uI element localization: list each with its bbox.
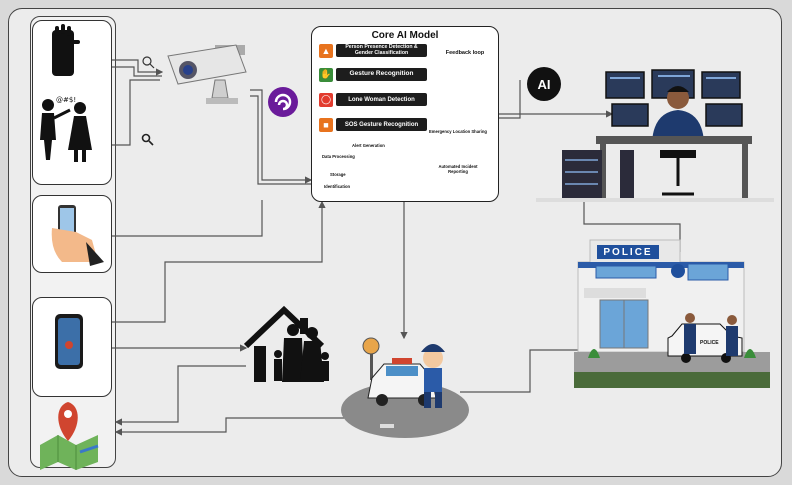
police-car-scene-icon <box>341 337 469 438</box>
connector-police-car-to-station <box>460 349 578 393</box>
hand-phone-icon <box>51 205 104 266</box>
connector-family-to-map <box>114 365 246 426</box>
feature-label-gesture-recognition: Gesture Recognition <box>336 68 427 81</box>
lone-woman-icon: ◯ <box>319 92 333 107</box>
alert-generation-label: Alert Generation <box>352 143 385 148</box>
family-home-icon <box>243 305 329 382</box>
gesture-icon: ✋ <box>319 67 333 82</box>
feedback-loop-label: Feedback loop <box>443 50 487 56</box>
data-processing-label: Data Processing <box>322 154 355 159</box>
feature-sos-gesture: ■ SOS Gesture Recognition <box>319 117 427 132</box>
monitoring-station-icon <box>536 69 774 202</box>
connector-camera-to-core <box>250 89 313 184</box>
feature-label-sos-gesture: SOS Gesture Recognition <box>336 118 427 131</box>
connector-camera-to-core-2 <box>250 95 311 185</box>
connector-distress-to-camera <box>112 79 160 146</box>
gear-search-icon <box>142 56 155 69</box>
core-ai-model-title: Core AI Model <box>371 30 439 41</box>
feature-lone-woman-detection: ◯ Lone Woman Detection <box>319 92 427 107</box>
output-processing-label: Output Processing <box>433 119 483 125</box>
connector-smartphone-to-core <box>112 200 326 323</box>
search-icon <box>141 133 154 146</box>
connector-monitoring-to-police <box>583 200 681 252</box>
svg-text:@#$!: @#$! <box>56 96 76 104</box>
identification-label: Identification <box>324 184 351 189</box>
police-station-icon <box>574 239 770 388</box>
feature-gesture-recognition: ✋ Gesture Recognition <box>319 67 427 82</box>
police-car-label: POLICE <box>700 340 719 346</box>
connector-gesture-to-camera-2 <box>112 66 162 77</box>
feature-person-detection: ▲ Person Presence Detection & Gender Cla… <box>319 43 427 58</box>
police-station-sign: POLICE <box>597 245 659 259</box>
map-location-icon <box>40 402 99 470</box>
person-detect-icon: ▲ <box>319 43 333 58</box>
feature-label-person-detection: Person Presence Detection & Gender Class… <box>336 44 427 57</box>
sos-hand-icon <box>52 24 80 76</box>
connector-core-to-ai <box>499 80 521 119</box>
emergency-location-sharing-label: Emergency Location Sharing <box>429 129 487 134</box>
connector-gesture-to-camera <box>112 59 164 76</box>
sos-icon: ■ <box>319 117 333 132</box>
connector-phone-to-core <box>112 200 263 237</box>
automated-incident-reporting-label: Automated Incident Reporting <box>438 164 478 174</box>
smartphone-icon <box>55 314 83 369</box>
harassment-scene-icon: @#$! <box>40 96 92 162</box>
cctv-camera-icon <box>167 44 247 104</box>
feature-label-lone-woman-detection: Lone Woman Detection <box>336 93 427 106</box>
ai-badge: AI <box>527 67 561 101</box>
connector-police-car-to-map <box>114 417 346 436</box>
storage-label: Storage <box>330 172 346 177</box>
purple-logo-icon <box>268 87 298 117</box>
